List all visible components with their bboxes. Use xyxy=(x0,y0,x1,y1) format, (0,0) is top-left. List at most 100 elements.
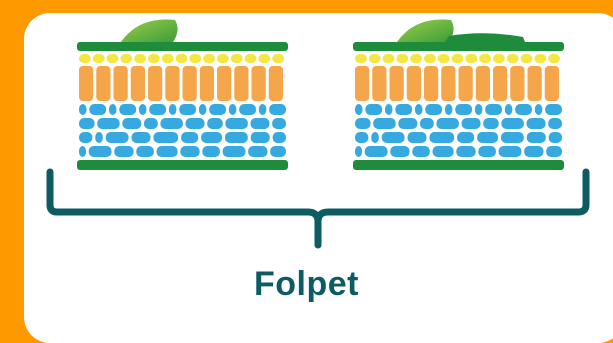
spongy-cell xyxy=(398,118,418,129)
upper-cell xyxy=(493,54,505,63)
spongy-cell xyxy=(425,104,443,115)
leaf-cross-section-diagram xyxy=(46,19,590,249)
upper-cell xyxy=(148,54,160,63)
spongy-cell xyxy=(477,132,499,143)
spongy-cell xyxy=(153,132,179,143)
lower-epidermis xyxy=(77,160,288,170)
spongy-cell xyxy=(364,146,388,157)
spongy-cell xyxy=(474,104,483,115)
palisade-cell xyxy=(130,66,145,101)
palisade-cell xyxy=(165,66,180,101)
spongy-cell xyxy=(483,118,499,129)
lower-epidermis xyxy=(353,160,564,170)
spongy-cell xyxy=(444,104,453,115)
spongy-cell xyxy=(198,104,207,115)
palisade-cell xyxy=(217,66,232,101)
spongy-cell xyxy=(456,146,476,157)
spongy-cell xyxy=(95,132,103,143)
spongy-cell xyxy=(136,146,154,157)
palisade-cell xyxy=(424,66,439,101)
spongy-cell xyxy=(250,132,270,143)
spongy-cell xyxy=(457,132,475,143)
spongy-cell xyxy=(269,104,286,115)
upper-cell xyxy=(479,54,491,63)
spongy-cell xyxy=(436,118,459,129)
spongy-cell xyxy=(355,146,363,157)
spongy-cell xyxy=(498,146,522,157)
spongy-cell xyxy=(429,132,455,143)
palisade-cell xyxy=(268,66,283,101)
spongy-cell xyxy=(534,104,543,115)
spongy-cell xyxy=(143,118,158,129)
upper-cell xyxy=(120,54,133,63)
spongy-cell xyxy=(546,146,562,157)
upper-cell xyxy=(230,54,243,63)
spongy-cell xyxy=(407,132,427,143)
palisade-cell xyxy=(441,66,456,101)
spongy-cell xyxy=(88,146,112,157)
spongy-cell xyxy=(419,118,434,129)
spongy-cell xyxy=(185,118,205,129)
spongy-cell xyxy=(504,104,513,115)
upper-cell xyxy=(272,54,284,63)
upper-cell xyxy=(465,54,478,63)
palisade-cell xyxy=(372,66,387,101)
upper-cell xyxy=(424,54,436,63)
spongy-cell xyxy=(384,104,393,115)
spongy-cell xyxy=(202,146,220,157)
spongy-cell xyxy=(395,104,413,115)
leaf-section-right xyxy=(353,19,564,170)
spongy-cell xyxy=(270,146,286,157)
spongy-cell xyxy=(526,132,546,143)
upper-cell xyxy=(106,54,119,63)
spongy-cell xyxy=(355,132,369,143)
leaf-particle xyxy=(445,33,525,42)
spongy-cell xyxy=(108,104,117,115)
palisade-cell xyxy=(544,66,559,101)
spongy-cell xyxy=(224,132,248,143)
bracket xyxy=(46,168,590,249)
upper-cell xyxy=(258,54,271,63)
palisade-cell xyxy=(182,66,197,101)
spongy-cell xyxy=(390,146,410,157)
spongy-cell xyxy=(228,104,237,115)
spongy-cell xyxy=(209,104,227,115)
spongy-cell xyxy=(412,146,430,157)
spongy-cell xyxy=(478,146,496,157)
upper-cell xyxy=(244,54,257,63)
upper-cell xyxy=(506,54,519,63)
spongy-cell xyxy=(119,104,137,115)
spongy-cell xyxy=(365,104,383,115)
palisade-cell xyxy=(96,66,111,101)
spongy-cell xyxy=(122,118,142,129)
upper-cell xyxy=(410,54,422,63)
spongy-cell xyxy=(79,118,95,129)
upper-cell xyxy=(520,54,533,63)
spongy-cell xyxy=(181,132,199,143)
spongy-cell xyxy=(79,132,93,143)
spongy-cell xyxy=(180,146,200,157)
spongy-cell xyxy=(381,132,405,143)
spongy-cell xyxy=(485,104,503,115)
palisade-cell xyxy=(234,66,249,101)
upper-cell xyxy=(189,54,202,63)
upper-cell xyxy=(382,54,395,63)
spongy-cell xyxy=(201,132,223,143)
spongy-cell xyxy=(258,104,267,115)
palisade-cell xyxy=(493,66,508,101)
upper-cell xyxy=(203,54,215,63)
leaf-particle xyxy=(397,19,454,42)
palisade-cell xyxy=(148,66,163,101)
palisade-cell xyxy=(510,66,525,101)
palisade-cell xyxy=(389,66,404,101)
spongy-cell xyxy=(79,146,87,157)
spongy-cell xyxy=(222,146,246,157)
spongy-cell xyxy=(138,104,147,115)
palisade-cell xyxy=(527,66,542,101)
spongy-cell xyxy=(515,104,533,115)
spongy-cell xyxy=(501,118,524,129)
leaf-particle xyxy=(121,19,178,42)
spongy-cell xyxy=(160,118,183,129)
upper-cell xyxy=(548,54,560,63)
spongy-cell xyxy=(524,146,544,157)
